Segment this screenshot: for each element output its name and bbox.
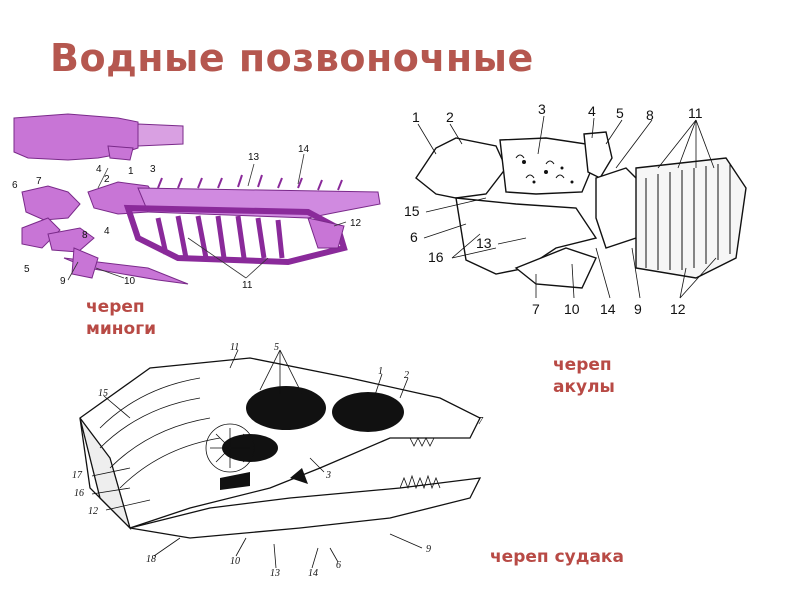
lamprey-label-4-top: 4 bbox=[96, 164, 102, 175]
shark-label-12: 12 bbox=[670, 301, 686, 317]
zander-label-2: 2 bbox=[404, 370, 409, 381]
lamprey-label-13: 13 bbox=[248, 152, 260, 163]
lamprey-label-9: 9 bbox=[60, 276, 66, 287]
zander-label-16: 16 bbox=[74, 488, 84, 499]
shark-label-1: 1 bbox=[412, 109, 420, 125]
lamprey-label-11: 11 bbox=[242, 280, 253, 291]
lamprey-label-5: 5 bbox=[24, 264, 30, 275]
lamprey-label-3: 3 bbox=[150, 164, 156, 175]
slide-title: Водные позвоночные bbox=[50, 36, 534, 80]
shark-label-3: 3 bbox=[538, 101, 546, 117]
zander-label-6: 6 bbox=[336, 560, 341, 571]
zander-label-3: 3 bbox=[325, 470, 331, 481]
zander-label-15: 15 bbox=[98, 388, 108, 399]
zander-label-14: 14 bbox=[308, 568, 318, 579]
shark-skull-diagram: 1 2 3 4 5 8 11 15 6 16 13 7 10 14 9 12 bbox=[404, 101, 747, 317]
zander-label-5: 5 bbox=[274, 342, 279, 353]
zander-label-17: 17 bbox=[72, 470, 83, 481]
zander-label-1: 1 bbox=[378, 366, 383, 377]
lamprey-label-7: 7 bbox=[36, 176, 42, 187]
shark-label-2: 2 bbox=[446, 109, 454, 125]
shark-label-13: 13 bbox=[476, 235, 492, 251]
zander-label-12: 12 bbox=[88, 506, 98, 517]
shark-label-16: 16 bbox=[428, 249, 444, 265]
lamprey-label-6: 6 bbox=[12, 180, 18, 191]
shark-label-10: 10 bbox=[564, 301, 580, 317]
lamprey-caption: череп миноги bbox=[86, 297, 157, 339]
zander-label-11: 11 bbox=[230, 342, 239, 353]
zander-label-10: 10 bbox=[230, 556, 240, 567]
shark-label-8: 8 bbox=[646, 107, 654, 123]
lamprey-label-8: 8 bbox=[82, 230, 88, 241]
zander-skull-diagram: 11 5 1 2 7 15 17 16 12 3 18 10 13 14 6 9 bbox=[72, 342, 484, 579]
lamprey-label-14: 14 bbox=[298, 144, 310, 155]
shark-caption: череп акулы bbox=[553, 355, 615, 397]
zander-label-18: 18 bbox=[146, 554, 156, 565]
lamprey-label-4-bottom: 4 bbox=[104, 226, 110, 237]
zander-label-13: 13 bbox=[270, 568, 280, 579]
zander-label-9: 9 bbox=[426, 544, 431, 555]
shark-label-4: 4 bbox=[588, 103, 596, 119]
shark-label-6: 6 bbox=[410, 229, 418, 245]
shark-label-9: 9 bbox=[634, 301, 642, 317]
zander-caption: череп судака bbox=[490, 547, 624, 567]
shark-label-14: 14 bbox=[600, 301, 616, 317]
zander-label-7: 7 bbox=[478, 416, 484, 427]
lamprey-label-12: 12 bbox=[350, 218, 362, 229]
lamprey-label-1: 1 bbox=[128, 166, 134, 177]
shark-label-15: 15 bbox=[404, 203, 420, 219]
lamprey-label-2: 2 bbox=[104, 174, 110, 185]
shark-label-11: 11 bbox=[688, 105, 703, 121]
shark-label-7: 7 bbox=[532, 301, 540, 317]
lamprey-skull-diagram: 1 2 3 4 4 5 6 7 8 9 10 11 12 13 14 bbox=[12, 113, 381, 291]
lamprey-label-10: 10 bbox=[124, 276, 136, 287]
shark-label-5: 5 bbox=[616, 105, 624, 121]
